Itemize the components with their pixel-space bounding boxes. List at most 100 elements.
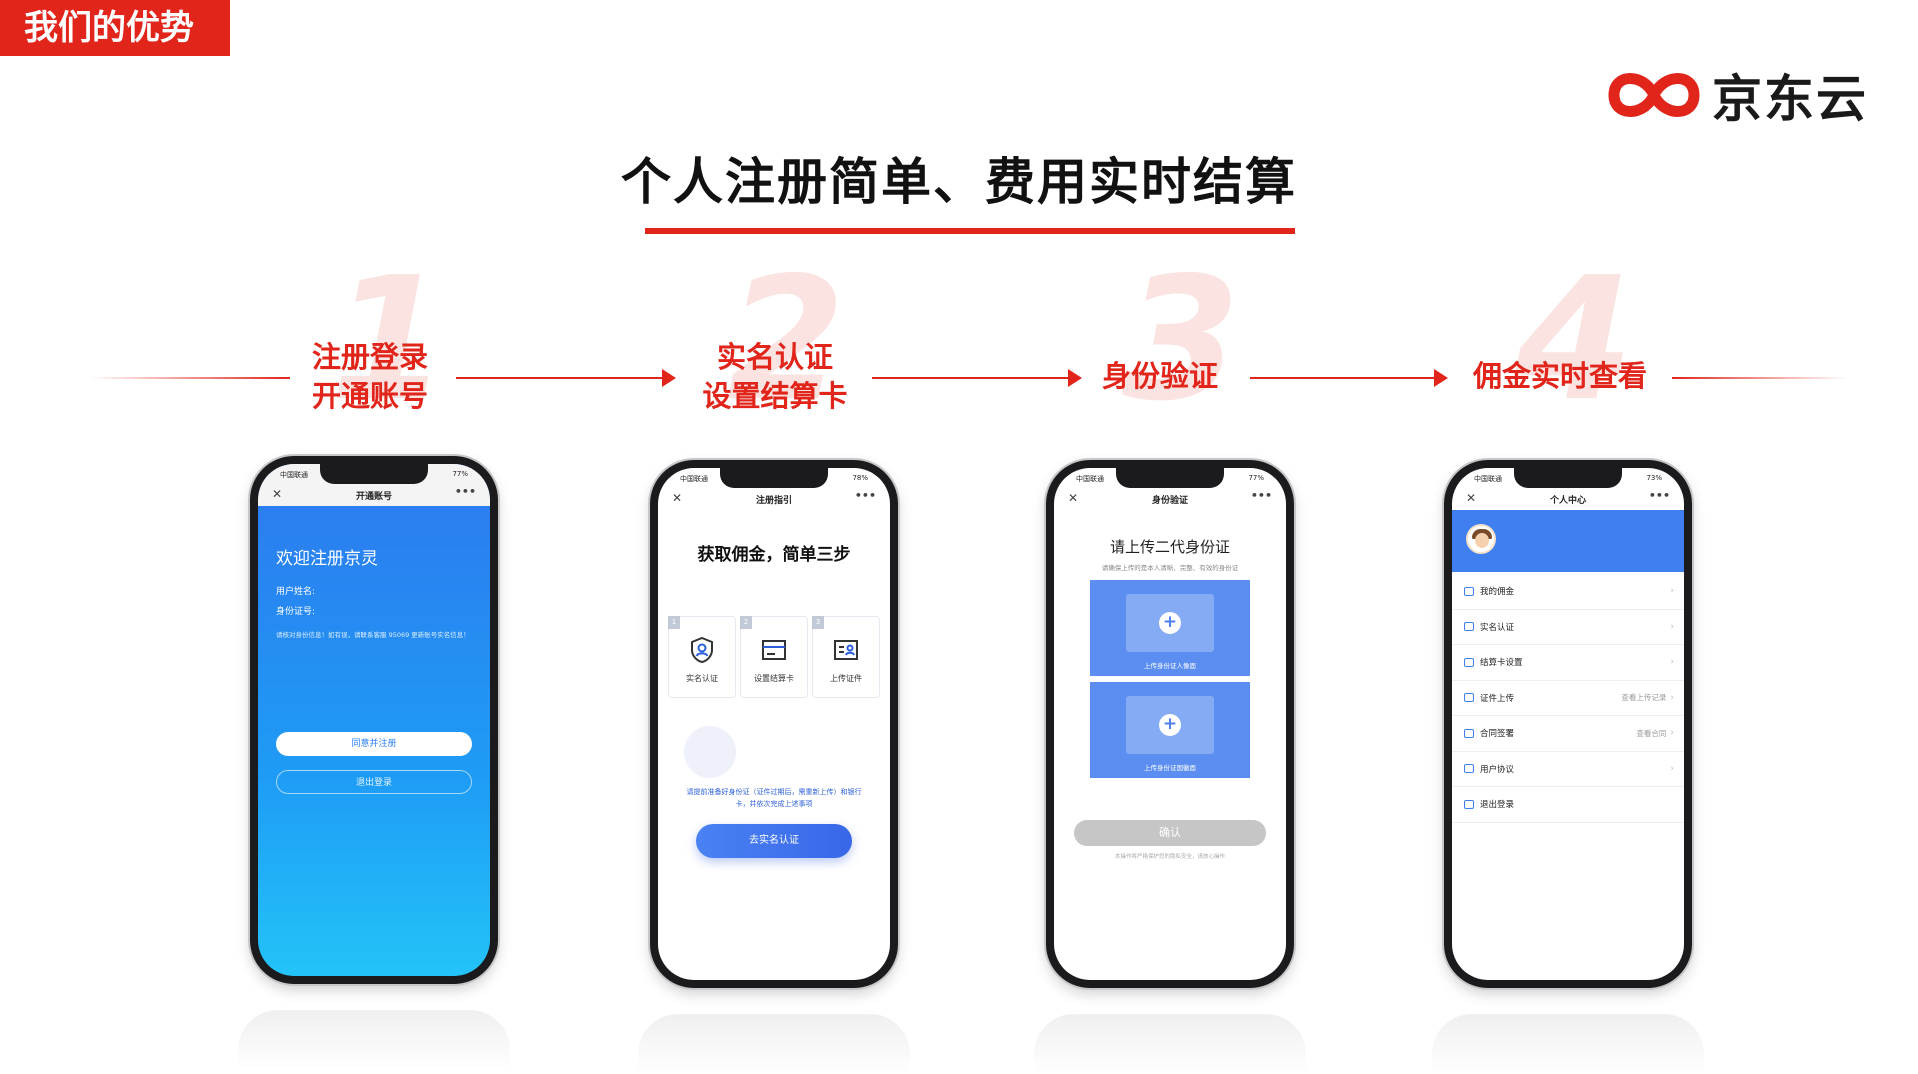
- menu-item-label: 实名认证: [1480, 622, 1515, 633]
- upload-heading: 请上传二代身份证: [1109, 538, 1230, 556]
- verify-note: 请核对身份信息！如有误，请联系客服 95069 更新账号实名信息！: [276, 631, 470, 639]
- menu-item-bankcard[interactable]: 结算卡设置 ›: [1452, 645, 1684, 681]
- phone-profile: 中国联通 73% ✕ 个人中心 ••• 我的佣金 › 实名认证 ›: [1444, 460, 1692, 988]
- nav-title: 个人中心: [1549, 495, 1586, 506]
- card-number: 1: [668, 616, 680, 629]
- id-back-upload[interactable]: + 上传身份证国徽面: [1090, 682, 1250, 778]
- chevron-right-icon: ›: [1670, 657, 1674, 668]
- guide-steps: 1 实名认证 2 设置结算卡 3: [668, 616, 880, 698]
- step-number-2: 2: [727, 241, 846, 439]
- go-verify-button[interactable]: 去实名认证: [696, 824, 852, 858]
- upload-subtitle: 请确保上传的是本人清晰、完整、有效的身份证: [1101, 564, 1239, 572]
- phone-reflection: [238, 1010, 510, 1070]
- contract-icon: [1464, 728, 1474, 738]
- nav-title: 注册指引: [755, 495, 792, 506]
- close-icon[interactable]: ✕: [1068, 491, 1079, 505]
- shield-icon: [1464, 622, 1474, 632]
- menu-item-label: 我的佣金: [1480, 587, 1515, 598]
- more-icon[interactable]: •••: [854, 489, 876, 502]
- step-number-3: 3: [1122, 241, 1241, 439]
- guide-card-bankcard[interactable]: 2 设置结算卡: [740, 616, 808, 698]
- shield-user-icon: [691, 636, 713, 664]
- name-field-label: 用户姓名:: [276, 587, 316, 597]
- arrow-right-icon: [1068, 369, 1082, 387]
- guide-card-verify[interactable]: 1 实名认证: [668, 616, 736, 698]
- close-icon[interactable]: ✕: [1466, 491, 1477, 505]
- flow-line-3-4: [1250, 377, 1438, 379]
- id-card-icon: [1464, 693, 1474, 703]
- phone-screen: 中国联通 77% ✕ 开通账号 ••• 欢迎注册京灵 用户姓名: 身份证号: 请…: [258, 464, 490, 976]
- decorative-circle: [684, 726, 736, 778]
- close-icon[interactable]: ✕: [272, 487, 283, 501]
- step-label-line: 佣金实时查看: [1472, 359, 1647, 393]
- bank-card-icon: [1464, 657, 1474, 667]
- bank-card-icon: [762, 640, 786, 660]
- phone-screen: 中国联通 77% ✕ 身份验证 ••• 请上传二代身份证 请确保上传的是本人清晰…: [1054, 468, 1286, 980]
- nav-bar: ✕ 身份验证 •••: [1054, 488, 1286, 510]
- profile-menu: 我的佣金 › 实名认证 › 结算卡设置 › 证件上传 查看上传记录 ›: [1452, 574, 1684, 823]
- chevron-right-icon: ›: [1670, 763, 1674, 774]
- avatar[interactable]: [1466, 524, 1496, 554]
- menu-item-contract[interactable]: 合同签署 查看合同 ›: [1452, 716, 1684, 752]
- agreement-icon: [1464, 764, 1474, 774]
- menu-item-verify[interactable]: 实名认证 ›: [1452, 610, 1684, 645]
- menu-item-agreement[interactable]: 用户协议 ›: [1452, 752, 1684, 787]
- close-icon[interactable]: ✕: [672, 491, 683, 505]
- step-label-line: 实名认证: [716, 340, 833, 374]
- phone-guide: 中国联通 78% ✕ 注册指引 ••• 获取佣金，简单三步 1 实名认证 2: [650, 460, 898, 988]
- card-label: 上传证件: [830, 674, 862, 683]
- step-label-line: 开通账号: [311, 379, 428, 413]
- menu-item-commission[interactable]: 我的佣金 ›: [1452, 574, 1684, 610]
- id-field-label: 身份证号:: [276, 607, 316, 617]
- id-front-upload[interactable]: + 上传身份证人像面: [1090, 580, 1250, 676]
- brand-infinity-icon: [1608, 73, 1700, 117]
- confirm-button[interactable]: 确认: [1074, 820, 1266, 846]
- card-number: 2: [740, 616, 752, 629]
- more-icon[interactable]: •••: [1250, 489, 1272, 502]
- brand-logo: 京东云: [1604, 60, 1868, 130]
- more-icon[interactable]: •••: [454, 485, 476, 498]
- menu-item-value: 查看合同: [1636, 728, 1667, 738]
- nav-bar: ✕ 开通账号 •••: [258, 484, 490, 506]
- nav-title: 开通账号: [355, 491, 392, 502]
- add-icon[interactable]: +: [1159, 612, 1181, 634]
- card-label: 设置结算卡: [754, 674, 794, 683]
- phone-reflection: [1034, 1014, 1306, 1074]
- carrier-label: 中国联通: [680, 475, 708, 483]
- battery-label: 77%: [1248, 474, 1264, 482]
- menu-item-upload[interactable]: 证件上传 查看上传记录 ›: [1452, 681, 1684, 716]
- phone-notch: [1514, 468, 1622, 488]
- menu-item-logout[interactable]: 退出登录: [1452, 787, 1684, 823]
- battery-label: 73%: [1646, 474, 1662, 482]
- phone-reflection: [638, 1014, 910, 1074]
- phone-reflection: [1432, 1014, 1704, 1074]
- step-label-line: 身份验证: [1101, 359, 1218, 393]
- card-label: 实名认证: [686, 674, 718, 683]
- arrow-right-icon: [1434, 369, 1448, 387]
- carrier-label: 中国联通: [1076, 475, 1104, 483]
- flow-line-1-2: [456, 377, 666, 379]
- phone-id-verify: 中国联通 77% ✕ 身份验证 ••• 请上传二代身份证 请确保上传的是本人清晰…: [1046, 460, 1294, 988]
- brand-name: 京东云: [1712, 70, 1868, 128]
- logout-button[interactable]: 退出登录: [276, 770, 472, 794]
- nav-bar: ✕ 个人中心 •••: [1452, 488, 1684, 510]
- menu-item-value: 查看上传记录: [1621, 693, 1667, 703]
- step-number-1: 1: [330, 241, 449, 439]
- id-card-icon: [834, 640, 858, 660]
- page-title: 个人注册简单、费用实时结算: [621, 153, 1297, 211]
- battery-label: 77%: [452, 470, 468, 478]
- battery-label: 78%: [852, 474, 868, 482]
- more-icon[interactable]: •••: [1648, 489, 1670, 502]
- menu-item-label: 合同签署: [1480, 729, 1515, 740]
- phone-screen: 中国联通 78% ✕ 注册指引 ••• 获取佣金，简单三步 1 实名认证 2: [658, 468, 890, 980]
- guide-card-upload[interactable]: 3 上传证件: [812, 616, 880, 698]
- agree-register-button[interactable]: 同意并注册: [276, 732, 472, 756]
- carrier-label: 中国联通: [1474, 475, 1502, 483]
- flow-line-start: [90, 377, 290, 379]
- arrow-right-icon: [662, 369, 676, 387]
- chevron-right-icon: ›: [1670, 728, 1674, 739]
- step-label-3: 身份验证: [1080, 357, 1240, 396]
- add-icon[interactable]: +: [1159, 714, 1181, 736]
- phone-notch: [320, 464, 428, 484]
- phone-notch: [720, 468, 828, 488]
